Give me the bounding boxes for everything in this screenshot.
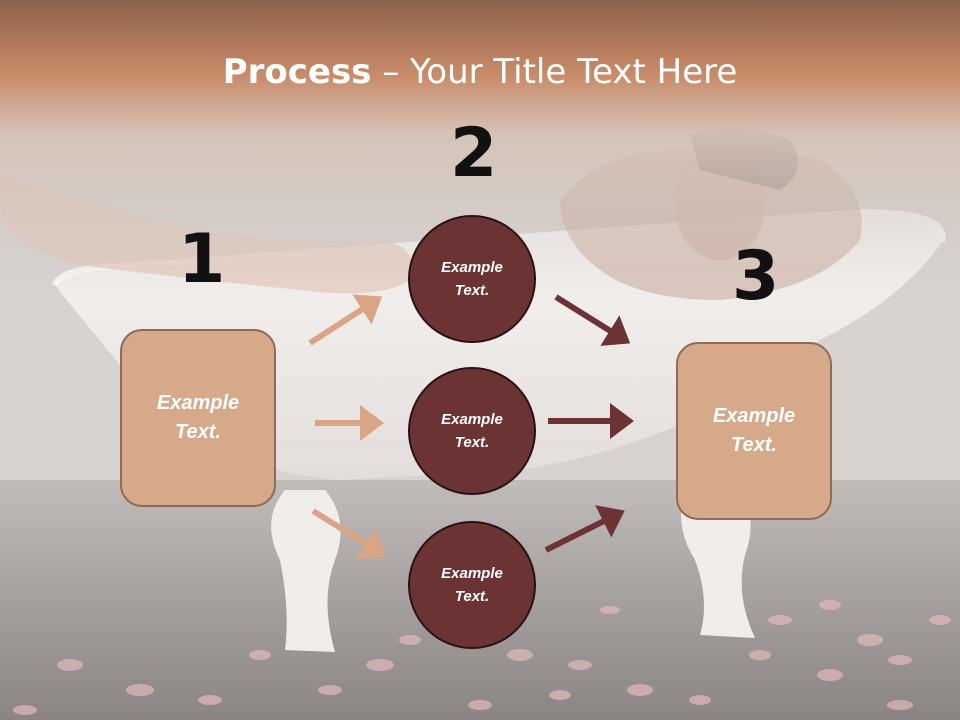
left-box-line1: Example (156, 392, 240, 414)
circle-bottom-line1: Example (441, 565, 503, 582)
circle-top-line2: Text. (454, 282, 490, 299)
circle-middle-line2: Text. (454, 434, 490, 451)
arrow-bottom-to-right (544, 505, 625, 553)
arrow-top-to-right (554, 294, 631, 346)
title-rest: – Your Title Text Here (371, 52, 738, 92)
step-number-3: 3 (732, 237, 780, 316)
left-box-line2: Text. (175, 421, 221, 443)
circle-middle-line1: Example (441, 411, 503, 428)
slide-title: Process – Your Title Text Here (0, 52, 960, 92)
right-box-line1: Example (712, 405, 796, 427)
arrow-left-to-bottom (311, 508, 387, 559)
right-box-line2: Text. (731, 434, 777, 456)
step-number-1: 1 (178, 220, 226, 299)
circle-top-line1: Example (441, 259, 503, 276)
arrow-left-to-top (308, 294, 383, 346)
step-number-2: 2 (450, 114, 498, 193)
title-bold: Process (222, 52, 372, 92)
circle-bottom-line2: Text. (454, 588, 490, 605)
